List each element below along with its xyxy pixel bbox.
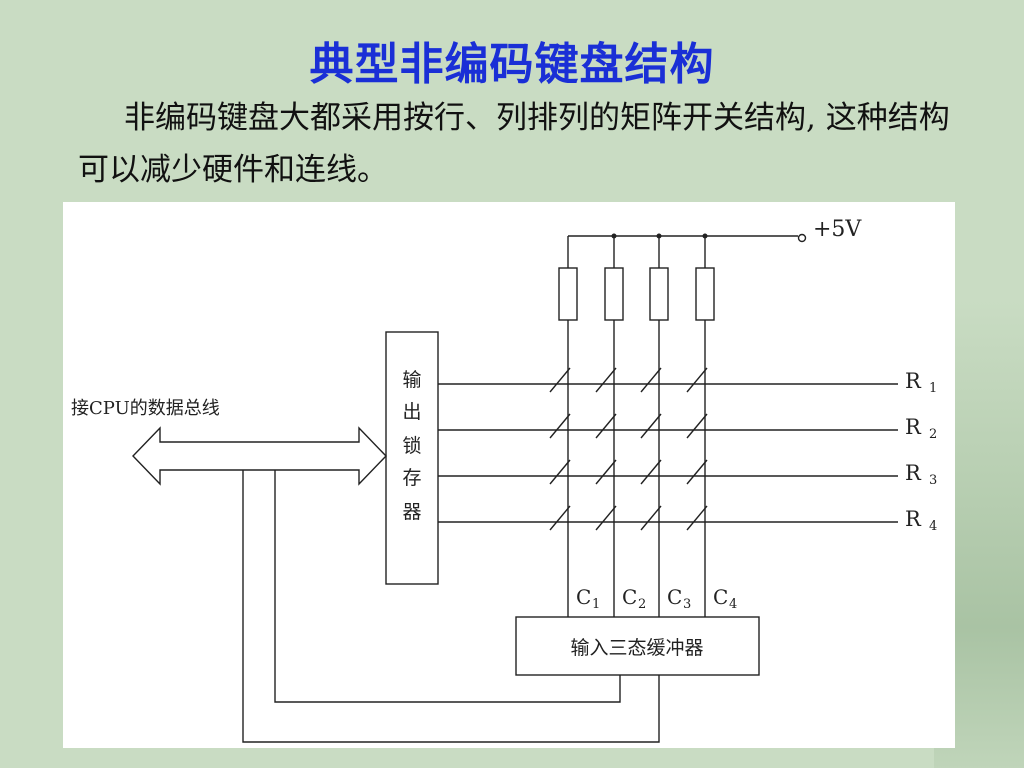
col-sub: 4 xyxy=(729,597,737,612)
slide-paragraph: 非编码键盘大都采用按行、列排列的矩阵开关结构, 这种结构可以减少硬件和连线。 xyxy=(78,100,950,188)
latch-label: 输 出 锁 存 器 xyxy=(402,369,421,523)
col-label-c2: C 2 xyxy=(622,585,646,612)
col-sub: 2 xyxy=(638,597,646,612)
latch-char: 存 xyxy=(402,467,421,489)
data-bus-arrow xyxy=(132,426,387,486)
bus-label: 接CPU的数据总线 xyxy=(71,398,220,419)
row-letter: R xyxy=(905,369,922,393)
row-sub: 2 xyxy=(929,427,937,442)
row-letter: R xyxy=(905,415,922,439)
resistor-2 xyxy=(604,267,624,321)
resistor-3 xyxy=(649,267,669,321)
buffer-label: 输入三态缓冲器 xyxy=(570,637,703,659)
col-label-c3: C 3 xyxy=(667,585,691,612)
resistor-4 xyxy=(695,267,715,321)
supply-terminal xyxy=(797,233,807,243)
col-sub: 1 xyxy=(592,597,600,612)
supply-label: +5V xyxy=(813,217,862,242)
output-latch-box xyxy=(385,331,439,585)
key-switches xyxy=(549,367,708,531)
keyboard-matrix-diagram: +5V 接CPU的数据总线 输 出 锁 存 器 输入三态缓冲器 R 1 R 2 … xyxy=(63,202,955,748)
row-label-r2: R 2 xyxy=(905,415,937,442)
row-sub: 3 xyxy=(929,473,937,488)
supply-junctions xyxy=(611,233,708,239)
column-lines xyxy=(567,236,706,617)
latch-char: 输 xyxy=(402,369,421,391)
outer-bus-path xyxy=(242,470,660,743)
latch-char: 器 xyxy=(402,501,421,523)
col-letter: C xyxy=(622,585,637,609)
slide-title: 典型非编码键盘结构 xyxy=(309,39,715,90)
buffer-to-bus-path xyxy=(274,470,621,703)
col-letter: C xyxy=(576,585,591,609)
col-letter: C xyxy=(713,585,728,609)
col-label-c1: C 1 xyxy=(576,585,600,612)
row-label-r1: R 1 xyxy=(905,369,937,396)
resistor-1 xyxy=(558,267,578,321)
row-label-r4: R 4 xyxy=(905,507,937,534)
row-sub: 1 xyxy=(929,381,937,396)
row-sub: 4 xyxy=(929,519,937,534)
diagram-svg: +5V 接CPU的数据总线 输 出 锁 存 器 输入三态缓冲器 R 1 R 2 … xyxy=(71,217,937,743)
input-buffer-box xyxy=(515,616,760,676)
row-letter: R xyxy=(905,461,922,485)
col-sub: 3 xyxy=(683,597,691,612)
row-lines xyxy=(438,383,898,523)
latch-char: 出 xyxy=(402,401,421,423)
col-label-c4: C 4 xyxy=(713,585,737,612)
col-letter: C xyxy=(667,585,682,609)
latch-char: 锁 xyxy=(402,435,421,457)
row-letter: R xyxy=(905,507,922,531)
row-label-r3: R 3 xyxy=(905,461,937,488)
